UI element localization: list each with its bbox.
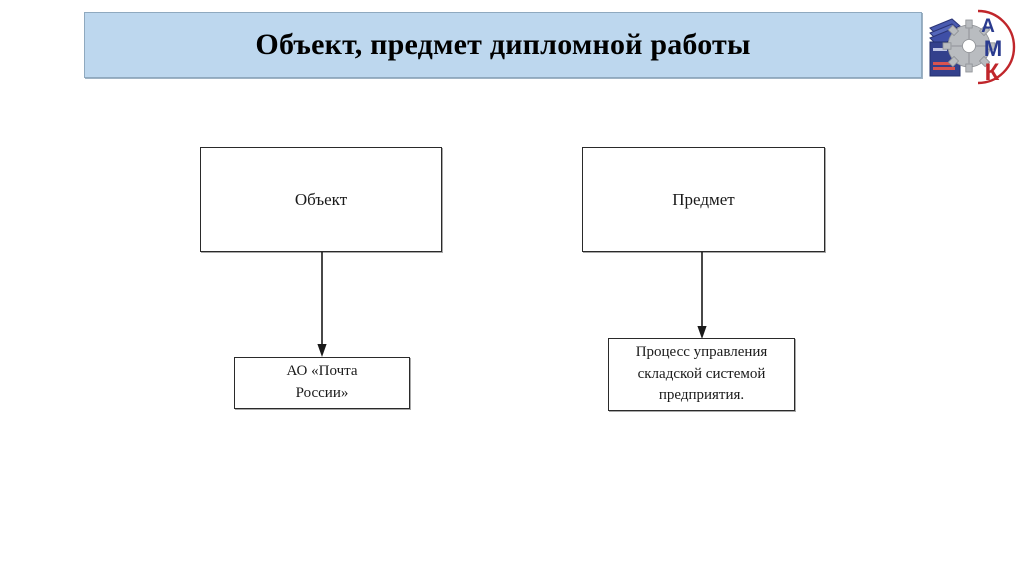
diagram-node-subject-detail[interactable]: Процесс управления складской системой пр… (608, 338, 795, 411)
diagram-node-subject-label: Предмет (672, 189, 735, 209)
diagram-node-object[interactable]: Объект (200, 147, 442, 252)
amk-logo-icon: А М К (926, 6, 1020, 88)
svg-text:А: А (981, 16, 995, 37)
slide-title-banner: Объект, предмет дипломной работы (84, 12, 922, 78)
diagram-connector-subject-arrow (694, 252, 710, 340)
diagram-connector-object-arrow (314, 252, 330, 358)
diagram-node-object-detail-label: АО «Почта России» (286, 363, 358, 401)
diagram-node-subject[interactable]: Предмет (582, 147, 825, 252)
diagram-node-object-label: Объект (294, 189, 348, 209)
page-title: Объект, предмет дипломной работы (255, 28, 751, 61)
svg-text:М: М (984, 36, 1002, 61)
svg-text:К: К (985, 59, 1000, 86)
diagram-node-subject-detail-label: Процесс управления складской системой пр… (635, 343, 768, 404)
diagram-node-object-detail[interactable]: АО «Почта России» (234, 357, 410, 409)
